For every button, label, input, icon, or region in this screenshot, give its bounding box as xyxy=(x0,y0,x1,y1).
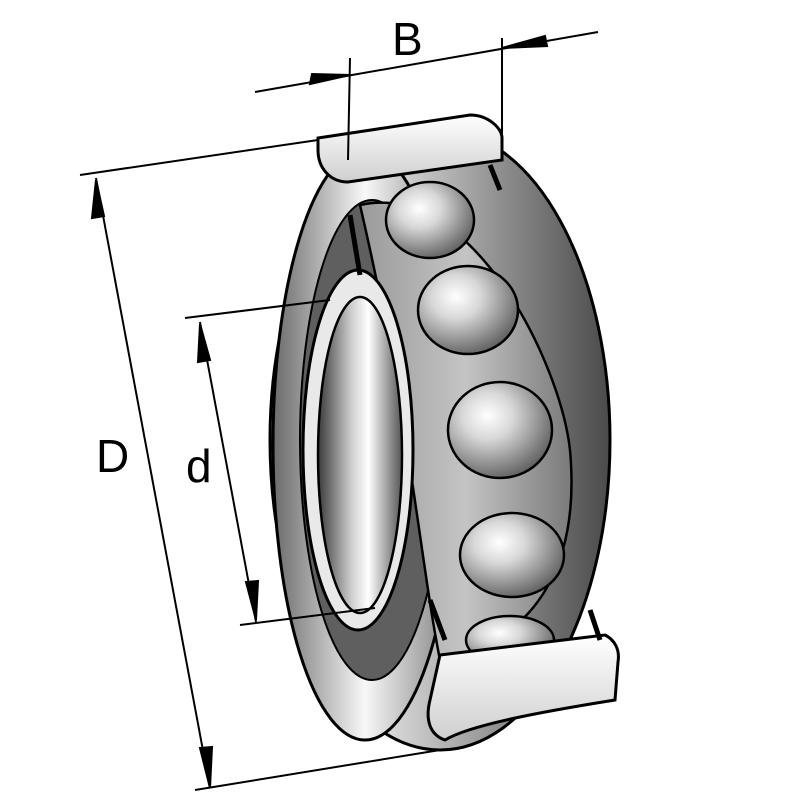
dimension-outer-diameter-d xyxy=(79,139,441,791)
bore xyxy=(316,295,404,615)
dimension-label-d-outer: D xyxy=(96,430,129,482)
outer-ring-section-bottom xyxy=(426,633,620,742)
ball xyxy=(416,264,520,356)
shield-lip-right xyxy=(587,609,603,641)
ball xyxy=(458,511,566,599)
ball xyxy=(446,380,554,480)
dimension-label-b: B xyxy=(392,13,423,65)
shield-lip-right-top xyxy=(487,164,503,191)
dimension-bore-diameter-d xyxy=(184,299,376,626)
ball xyxy=(384,180,476,260)
shield-lip-bottom xyxy=(427,599,448,641)
dimension-width-b xyxy=(254,31,599,161)
shield-lip-top xyxy=(347,214,363,276)
dimension-label-d-bore: d xyxy=(186,440,212,492)
outer-ring-section-top xyxy=(316,113,504,184)
